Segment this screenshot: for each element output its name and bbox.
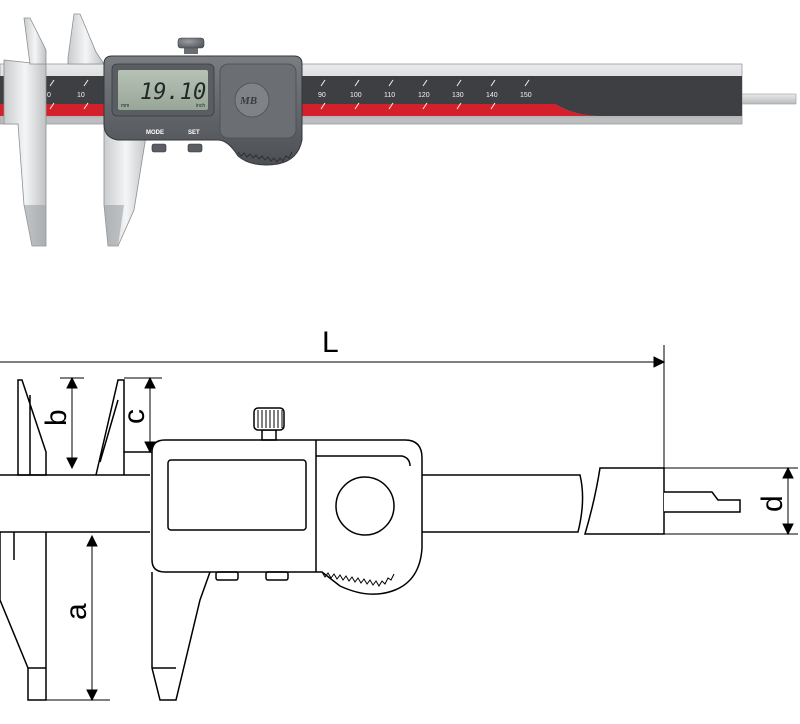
serrated-grip — [237, 151, 293, 163]
drawing-housing — [151, 439, 423, 595]
unit-mm-label: mm — [121, 103, 129, 109]
scale-label-120: 120 — [418, 92, 430, 99]
drawing-beam-left — [0, 474, 150, 533]
dimension-label-a: a — [60, 603, 93, 620]
mode-button[interactable] — [151, 143, 167, 153]
drawing-set-button — [265, 571, 289, 581]
display-reading: 19.10 — [140, 80, 206, 105]
drawing-lcd-window — [167, 459, 307, 531]
moving-upper-jaw — [67, 13, 105, 65]
scale-label-140: 140 — [486, 92, 498, 99]
scale-ticks — [49, 79, 530, 110]
scale-labels: 0 10 90 100 110 120 130 140 150 — [47, 92, 532, 99]
drawing-mode-button — [215, 571, 239, 581]
thumb-screw-base — [184, 46, 198, 54]
mode-button-label: MODE — [146, 130, 164, 136]
depth-rod — [737, 93, 797, 105]
logo-roundel — [234, 82, 270, 118]
caliper-photo: 0 10 90 100 110 120 130 140 150 19.10 — [0, 13, 797, 247]
scale-label-110: 110 — [384, 92, 395, 99]
dimension-label-d: d — [756, 495, 789, 512]
set-button-label: SET — [188, 130, 200, 136]
dimension-label-L: L — [322, 326, 339, 359]
scale-label-90: 90 — [318, 92, 326, 99]
unit-inch-label: inch — [196, 103, 205, 109]
drawing-moving-upper-jaw — [95, 379, 152, 476]
drawing-serrations — [321, 571, 395, 587]
thumb-screw — [177, 37, 205, 49]
drawing-thumb-wheel — [335, 476, 395, 536]
fixed-upper-jaw — [23, 17, 47, 65]
dimension-label-b: b — [40, 409, 73, 426]
drawing-depth-rod — [664, 491, 741, 513]
dimension-label-c: c — [118, 409, 151, 424]
set-button[interactable] — [187, 143, 203, 153]
drawing-fixed-lower-jaw — [0, 532, 47, 701]
scale-label-100: 100 — [350, 92, 362, 99]
lcd-screen — [118, 70, 208, 110]
scale-label-130: 130 — [452, 92, 464, 99]
scale-label-10: 10 — [77, 92, 85, 99]
brand-logo: MB — [239, 95, 257, 107]
scale-label-150: 150 — [520, 92, 532, 99]
drawing-beam-right — [410, 474, 584, 533]
drawing-beam-end — [583, 467, 665, 535]
drawing-fixed-upper-jaw — [17, 379, 47, 476]
dimension-lines — [0, 345, 798, 702]
scale-label-0: 0 — [47, 92, 51, 99]
technical-drawing — [0, 379, 741, 701]
drawing-moving-lower-jaw — [151, 571, 211, 701]
drawing-thumb-screw-base — [261, 429, 277, 441]
